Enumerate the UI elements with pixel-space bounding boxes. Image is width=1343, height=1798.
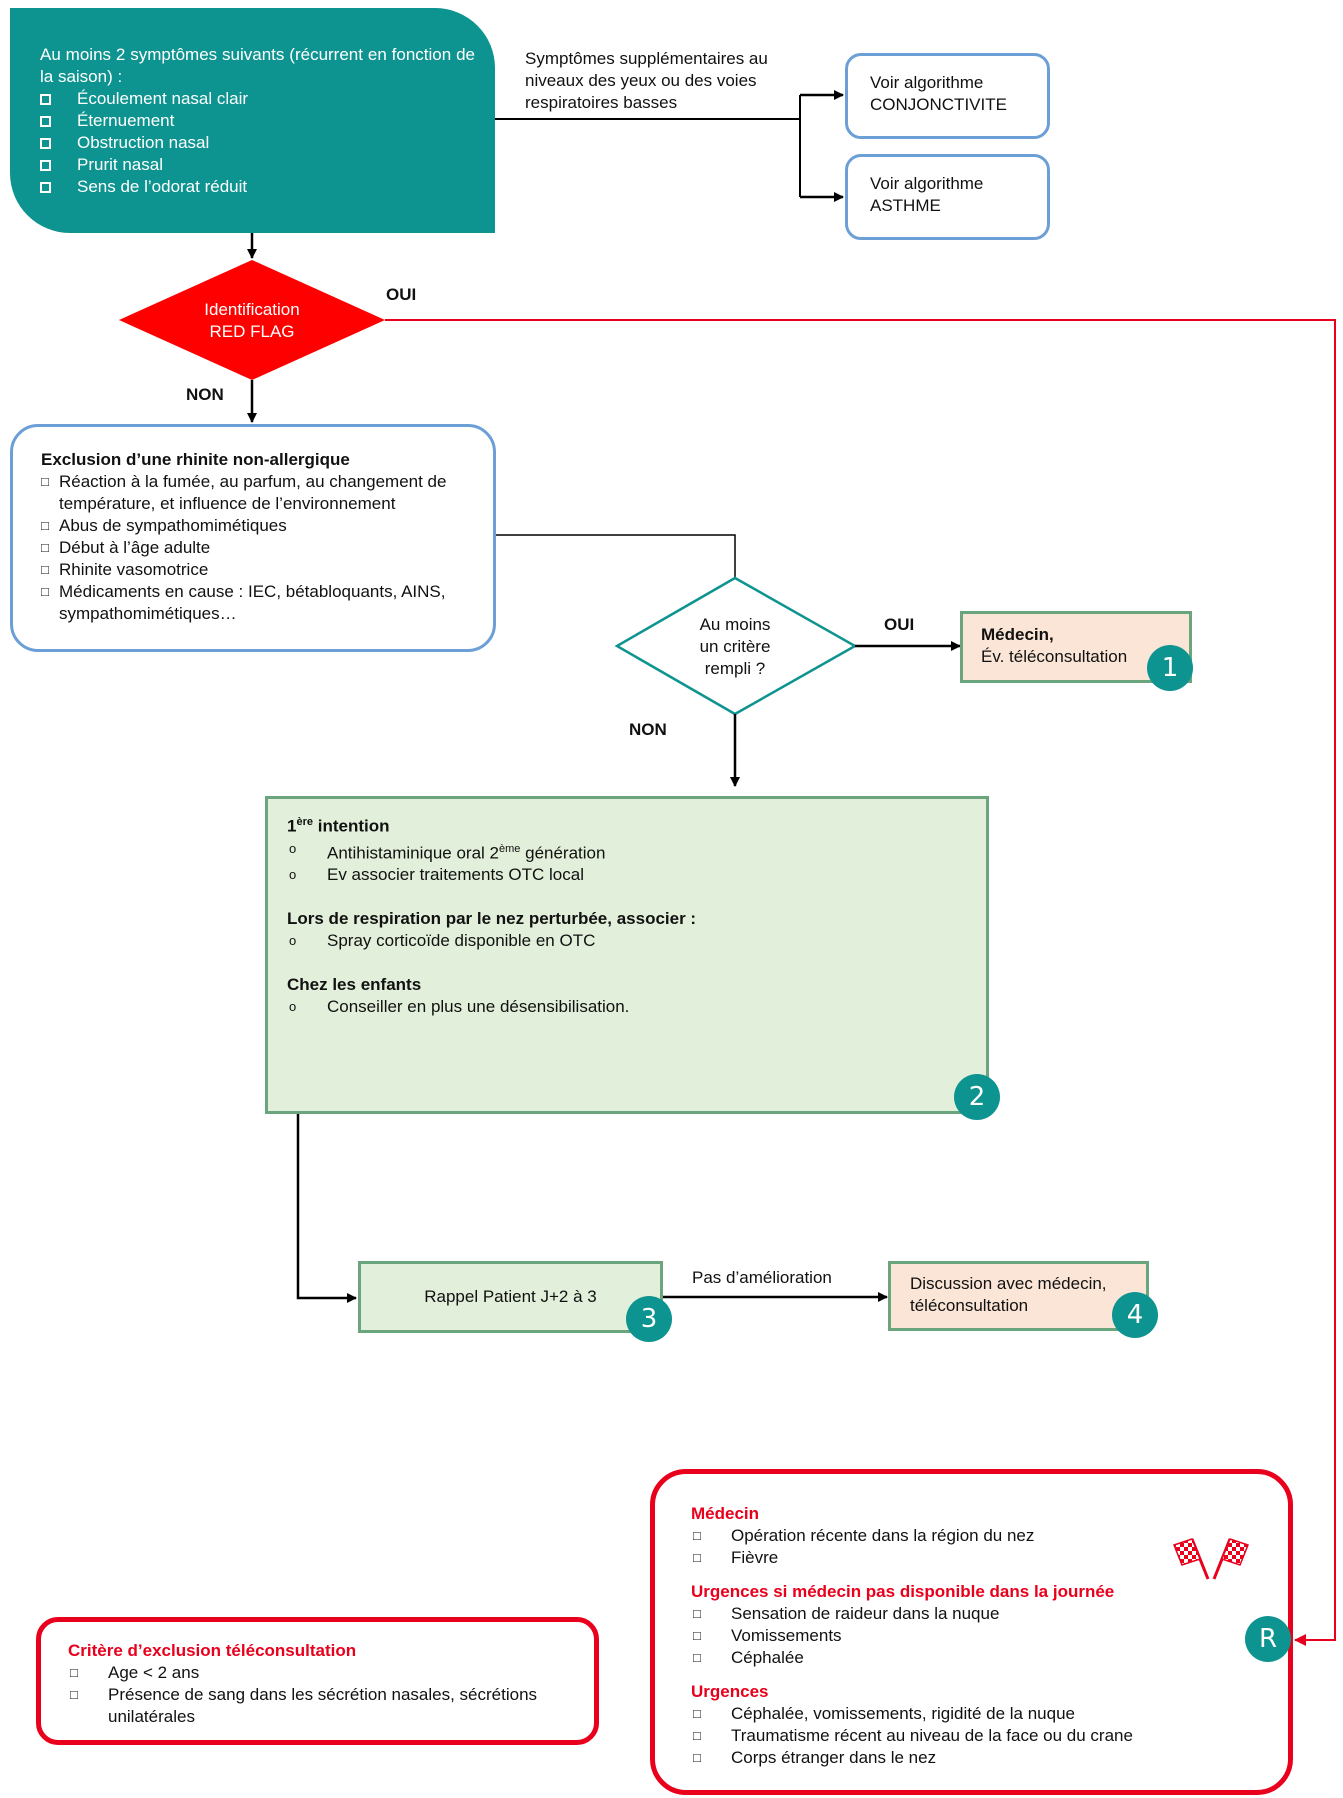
medecin-teleconsultation-box: Médecin, Év. téléconsultation bbox=[960, 611, 1192, 683]
list-item: □Rhinite vasomotrice bbox=[41, 560, 209, 579]
checkbox-icon bbox=[40, 93, 51, 105]
connector-treatment-recall bbox=[296, 1113, 357, 1303]
list-item: □Début à l’âge adulte bbox=[41, 538, 211, 557]
list-item: □Fièvre bbox=[693, 1548, 779, 1567]
treatment-intent-title: 1ère intention bbox=[287, 816, 390, 836]
red-panel-urgences-dispo-title: Urgences si médecin pas disponible dans … bbox=[691, 1582, 1115, 1601]
step-badge-3: 3 bbox=[626, 1296, 672, 1342]
red-flag-non-label: NON bbox=[186, 385, 224, 404]
criteria-non-label: NON bbox=[629, 720, 667, 739]
list-item: □Céphalée, vomissements, rigidité de la … bbox=[693, 1704, 1075, 1723]
extra-symptoms-label: Symptômes supplémentaires au niveaux des… bbox=[525, 49, 768, 112]
list-item: □Vomissements bbox=[693, 1626, 842, 1645]
tele-exclusion-title: Critère d’exclusion téléconsultation bbox=[68, 1641, 357, 1660]
discussion-medecin-box: Discussion avec médecin, téléconsultatio… bbox=[888, 1261, 1149, 1331]
symptom-item: Éternuement bbox=[40, 110, 475, 132]
no-improvement-label: Pas d’amélioration bbox=[692, 1268, 832, 1287]
list-item: □Corps étranger dans le nez bbox=[693, 1748, 937, 1767]
treatment-nose-title: Lors de respiration par le nez perturbée… bbox=[287, 909, 697, 929]
red-panel-medecin-title: Médecin bbox=[691, 1504, 760, 1523]
red-flag-diamond bbox=[119, 260, 385, 380]
connector-exclusion-criteria bbox=[496, 534, 736, 578]
criteria-diamond-label: Au moins un critère rempli ? bbox=[699, 615, 771, 678]
criteria-oui-label: OUI bbox=[884, 615, 915, 634]
start-symptoms-box: Au moins 2 symptômes suivants (récurrent… bbox=[10, 8, 495, 233]
checkbox-icon bbox=[40, 159, 51, 171]
list-item: □Céphalée bbox=[693, 1648, 804, 1667]
algo-conjonctivite-box[interactable]: Voir algorithme CONJONCTIVITE bbox=[845, 53, 1050, 139]
red-panel-urgences-title: Urgences bbox=[691, 1682, 769, 1701]
start-intro-text: Au moins 2 symptômes suivants (récurrent… bbox=[40, 45, 475, 86]
recall-patient-box: Rappel Patient J+2 à 3 bbox=[358, 1261, 663, 1333]
exclusion-title: Exclusion d’une rhinite non-allergique bbox=[41, 450, 350, 469]
checkbox-icon bbox=[40, 115, 51, 127]
symptom-item: Obstruction nasal bbox=[40, 132, 475, 154]
red-flag-criteria-panel: Médecin □Opération récente dans la régio… bbox=[650, 1469, 1293, 1795]
checkbox-icon bbox=[40, 181, 51, 193]
list-item: □Age < 2 ans bbox=[70, 1663, 200, 1682]
list-item: □Traumatisme récent au niveau de la face… bbox=[693, 1726, 1133, 1745]
symptom-item: Sens de l’odorat réduit bbox=[40, 176, 475, 198]
algo-asthme-box[interactable]: Voir algorithme ASTHME bbox=[845, 154, 1050, 240]
symptom-item: Écoulement nasal clair bbox=[40, 88, 475, 110]
list-item: □Présence de sang dans les sécrétion nas… bbox=[70, 1685, 538, 1726]
list-item: □Réaction à la fumée, au parfum, au chan… bbox=[41, 472, 447, 513]
red-flag-badge: R bbox=[1245, 1616, 1291, 1662]
exclusion-rhinite-box: Exclusion d’une rhinite non-allergique □… bbox=[10, 424, 496, 652]
red-flag-label: Identification RED FLAG bbox=[204, 300, 300, 341]
step-badge-2: 2 bbox=[954, 1074, 1000, 1120]
checkered-flags-icon bbox=[1173, 1538, 1249, 1580]
list-item: □Opération récente dans la région du nez bbox=[693, 1526, 1035, 1545]
symptom-item: Prurit nasal bbox=[40, 154, 475, 176]
treatment-kids-title: Chez les enfants bbox=[287, 975, 422, 995]
step-badge-4: 4 bbox=[1112, 1292, 1158, 1338]
symptom-list: Écoulement nasal clair Éternuement Obstr… bbox=[40, 88, 475, 198]
red-flag-oui-label: OUI bbox=[386, 285, 417, 304]
list-item: □Abus de sympathomimétiques bbox=[41, 516, 287, 535]
step-badge-1: 1 bbox=[1147, 645, 1193, 691]
teleconsultation-exclusion-panel: Critère d’exclusion téléconsultation □Ag… bbox=[36, 1617, 599, 1745]
connector-redflag-oui bbox=[385, 319, 1336, 1646]
list-item: □Sensation de raideur dans la nuque bbox=[693, 1604, 1000, 1623]
checkbox-icon bbox=[40, 137, 51, 149]
list-item: □Médicaments en cause : IEC, bétabloquan… bbox=[41, 582, 446, 623]
